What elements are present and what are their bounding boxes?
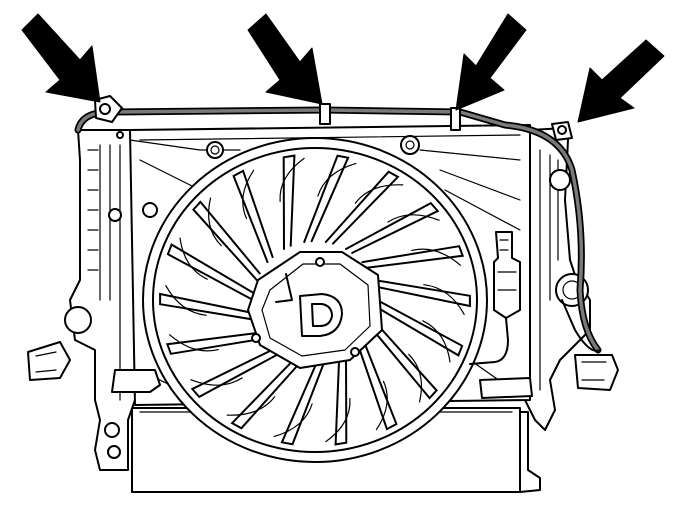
fan-blade — [324, 170, 400, 245]
fan-blade-edge — [207, 197, 222, 247]
fan-blade — [334, 350, 348, 446]
fan-blade — [356, 336, 398, 431]
fan-blade — [232, 169, 274, 264]
fan-blade-edge — [279, 157, 305, 202]
fan-electrical-connector — [469, 231, 521, 365]
fan-blade-edge — [423, 284, 465, 315]
fan-blade — [280, 357, 327, 446]
radiator-right-tank — [519, 127, 619, 431]
fan-blade-edge — [273, 403, 313, 438]
fan-blade-edge — [179, 237, 208, 280]
pointer-arrow-1 — [21, 13, 101, 103]
fan-blade — [230, 355, 306, 430]
fan-blade-edge — [408, 353, 423, 403]
fan-blade — [372, 278, 471, 308]
fan-blade-edge — [387, 214, 440, 223]
fan-blade — [190, 346, 285, 399]
fan-blade — [192, 200, 261, 281]
fan-blade-edge — [165, 285, 207, 316]
pointer-arrow-2 — [247, 13, 323, 105]
fan-blade — [282, 154, 296, 250]
fan-blade-edge — [226, 396, 276, 416]
fan-blade-edge — [190, 377, 243, 386]
fan-blade — [361, 245, 465, 269]
fan-blades — [159, 154, 471, 446]
fan-blade-edge — [317, 162, 357, 197]
fan-blade — [166, 243, 255, 301]
fan-blade-edge — [325, 398, 351, 443]
fan-blade-edge — [422, 320, 451, 363]
fan-blade-edge — [375, 380, 388, 431]
pointer-arrow-3 — [455, 13, 527, 111]
fan-motor-hub: D — [247, 251, 383, 369]
fan-blade — [165, 331, 269, 355]
fan-blade — [369, 319, 438, 400]
fan-blade — [375, 299, 464, 357]
fan-blade-edge — [242, 169, 255, 220]
fan-blade-edge — [411, 248, 461, 266]
pointer-arrow-4 — [577, 39, 665, 123]
radiator-left-tank — [27, 129, 136, 471]
fan-blade-edge — [169, 334, 219, 352]
fan-blade — [345, 201, 440, 254]
hose-clip-3 — [450, 107, 461, 131]
fan-blade-edge — [354, 184, 404, 204]
fan-blade — [303, 154, 350, 243]
fan-blade — [159, 292, 258, 322]
hose-clip-2 — [319, 103, 331, 125]
